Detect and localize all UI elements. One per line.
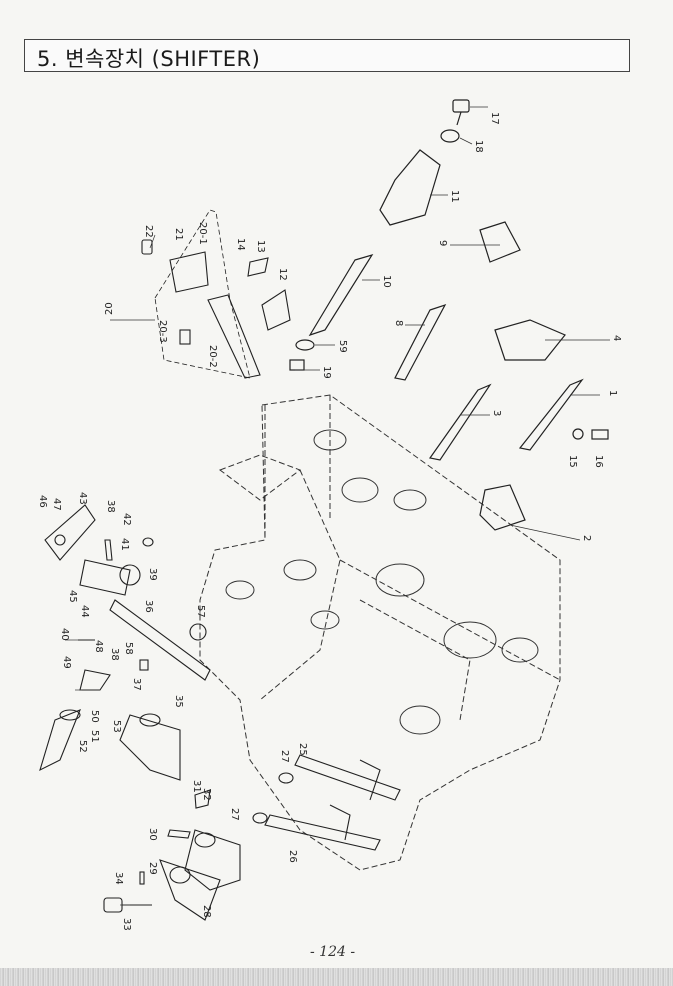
callout-10: 10 [381,275,392,288]
callout-26: 26 [287,850,298,863]
callout-17: 17 [489,112,500,125]
callout-20-2: 20-2 [207,345,218,368]
callout-43: 43 [77,492,88,505]
callout-34: 34 [113,872,124,885]
bracket-20-group [141,209,291,379]
callout-57: 57 [195,605,206,618]
callout-8: 8 [393,320,404,326]
callout-33: 33 [121,918,132,931]
transmission-housing [199,394,561,871]
callout-20: 20 [104,302,115,315]
callout-36: 36 [143,600,154,613]
callout-32: 32 [201,788,212,801]
callout-28: 28 [201,905,212,918]
callout-4: 4 [611,335,622,341]
callout-15: 15 [567,455,578,468]
callout-41: 41 [119,538,130,551]
callout-30: 30 [147,828,158,841]
leader-lines [65,106,610,906]
callout-18: 18 [473,140,484,153]
callout-49: 49 [61,656,72,669]
callout-20-1: 20-1 [197,222,208,245]
page-number: - 124 - [310,944,356,960]
scan-edge-strip [0,968,673,986]
housing-bores [225,429,539,735]
callout-2: 2 [581,535,592,541]
callout-48: 48 [93,640,104,653]
callout-31: 31 [191,780,202,793]
callout-51: 51 [89,730,100,743]
shift-rods-group [289,99,609,531]
callout-3: 3 [491,410,502,416]
callout-labels: 17 18 11 9 10 8 4 59 19 3 1 15 16 2 22 2… [37,112,622,931]
shift-shaft-assembly [39,504,211,781]
callout-12: 12 [277,268,288,281]
section-title-box: 5. 변속장치 (SHIFTER) [24,39,630,72]
callout-40: 40 [59,628,70,641]
callout-1: 1 [607,390,618,396]
callout-29: 29 [147,862,158,875]
callout-22: 22 [143,225,154,238]
callout-38b: 38 [109,648,120,661]
callout-59: 59 [337,340,348,353]
callout-13: 13 [255,240,266,253]
callout-46: 46 [37,495,48,508]
callout-27b: 27 [229,808,240,821]
callout-50: 50 [89,710,100,723]
callout-16: 16 [593,455,604,468]
callout-39: 39 [147,568,158,581]
callout-35: 35 [173,695,184,708]
callout-38: 38 [105,500,116,513]
callout-53: 53 [111,720,122,733]
callout-11: 11 [449,190,460,203]
lever-pin-group [103,754,401,921]
callout-52: 52 [77,740,88,753]
callout-14: 14 [235,238,246,251]
callout-45: 45 [67,590,78,603]
callout-27: 27 [279,750,290,763]
callout-21: 21 [173,228,184,241]
callout-37: 37 [131,678,142,691]
callout-25: 25 [297,743,308,756]
callout-47: 47 [51,498,62,511]
callout-19: 19 [321,366,332,379]
callout-20-3: 20-3 [157,320,168,343]
callout-9: 9 [437,240,448,246]
callout-42: 42 [121,513,132,526]
callout-58: 58 [123,642,134,655]
section-title: 5. 변속장치 (SHIFTER) [37,47,261,71]
callout-44: 44 [79,605,90,618]
